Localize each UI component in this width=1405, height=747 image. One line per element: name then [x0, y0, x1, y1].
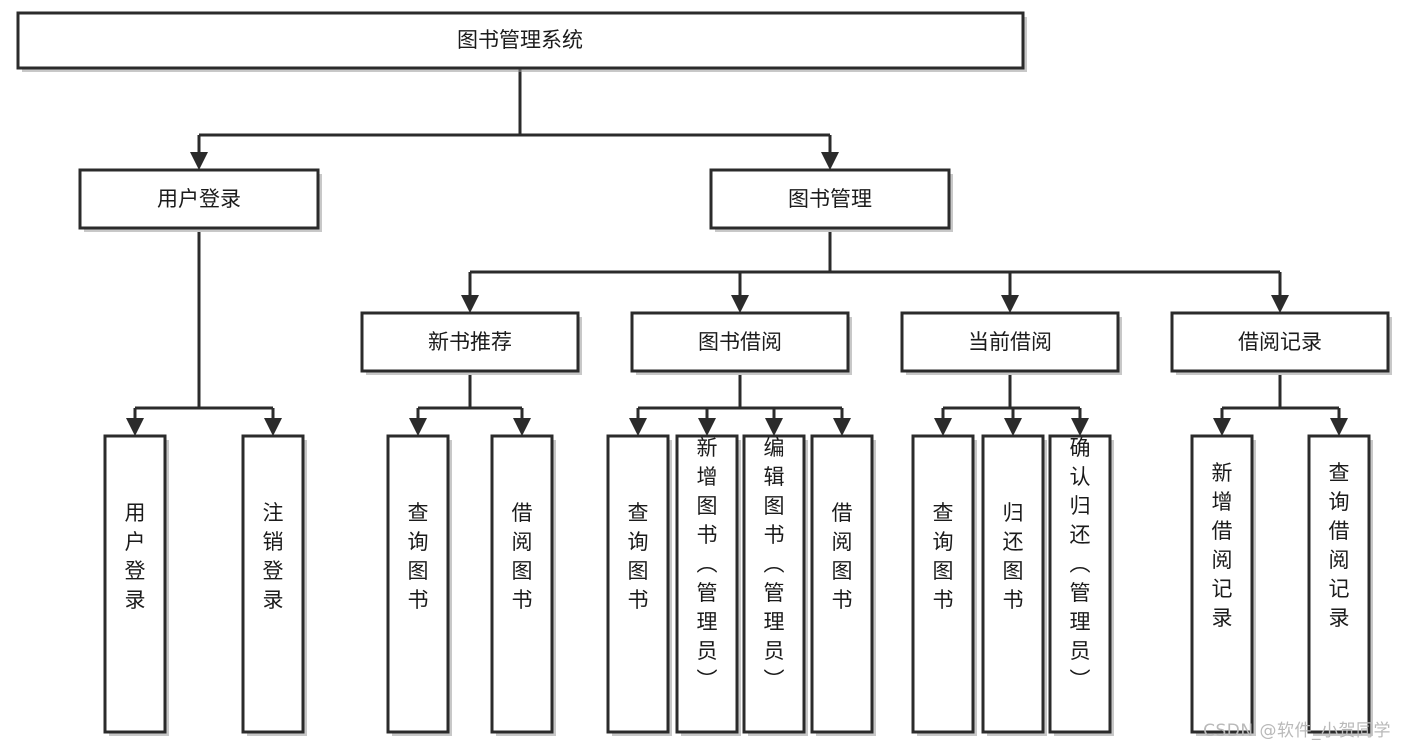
leaf-layer: 用户登录 注销登录 查询图书 借阅图书 查询图书 — [103, 434, 1373, 736]
arrow-leaf-13 — [1330, 418, 1348, 436]
arrow-leaf-10 — [1004, 418, 1022, 436]
leaf-12-box — [1190, 434, 1254, 734]
leaf-3-box — [386, 434, 450, 734]
arrow-leaf-1 — [126, 418, 144, 436]
connector-layer — [126, 68, 1348, 436]
arrow-leaf-5 — [629, 418, 647, 436]
leaf-8-label: 借阅图书 — [832, 501, 853, 612]
root-box — [16, 11, 1025, 70]
arrow-leaf-7 — [765, 418, 783, 436]
book-borrow-box — [630, 311, 850, 373]
arrow-currentborrow — [1001, 295, 1019, 313]
node-leaf-5[interactable]: 查询图书 — [606, 434, 672, 736]
arrow-book-manage — [821, 152, 839, 170]
leaf-6-box — [675, 434, 739, 734]
node-leaf-4[interactable]: 借阅图书 — [490, 434, 556, 736]
root-label: 图书管理系统 — [457, 28, 583, 52]
leaf-9-label: 查询图书 — [933, 501, 954, 612]
node-leaf-10[interactable]: 归还图书 — [981, 434, 1047, 736]
arrow-leaf-11 — [1071, 418, 1089, 436]
current-borrow-box — [900, 311, 1120, 373]
leaf-8-box — [810, 434, 874, 734]
leaf-2-label: 注销登录 — [263, 501, 284, 612]
leaf-7-box — [742, 434, 806, 734]
current-borrow-label: 当前借阅 — [968, 330, 1052, 354]
node-leaf-13[interactable]: 查询借阅记录 — [1307, 434, 1373, 736]
leaf-11-box — [1048, 434, 1112, 734]
arrow-leaf-6 — [698, 418, 716, 436]
node-borrow-record[interactable]: 借阅记录 — [1170, 311, 1392, 375]
leaf-13-label: 查询借阅记录 — [1329, 461, 1350, 630]
node-book-manage[interactable]: 图书管理 — [709, 168, 953, 232]
leaf-3-label: 查询图书 — [408, 501, 429, 612]
book-manage-label: 图书管理 — [788, 187, 872, 211]
new-book-rec-box — [360, 311, 580, 373]
leaf-10-box — [981, 434, 1045, 734]
node-leaf-2[interactable]: 注销登录 — [241, 434, 307, 736]
node-leaf-6[interactable]: 新增图书︵管理员︶ — [675, 434, 741, 736]
arrow-leaf-2 — [264, 418, 282, 436]
leaf-7-label: 编辑图书︵管理员︶ — [764, 436, 785, 692]
node-root[interactable]: 图书管理系统 — [16, 11, 1027, 72]
leaf-6-label: 新增图书︵管理员︶ — [697, 436, 718, 692]
node-book-borrow[interactable]: 图书借阅 — [630, 311, 852, 375]
node-leaf-3[interactable]: 查询图书 — [386, 434, 452, 736]
leaf-4-label: 借阅图书 — [512, 501, 533, 612]
book-borrow-label: 图书借阅 — [698, 330, 782, 354]
arrow-leaf-9 — [934, 418, 952, 436]
new-book-rec-label: 新书推荐 — [428, 330, 512, 354]
borrow-record-label: 借阅记录 — [1238, 330, 1322, 354]
book-manage-box — [709, 168, 951, 230]
leaf-12-label: 新增借阅记录 — [1212, 461, 1233, 630]
leaf-11-label: 确认归还︵管理员︶ — [1070, 436, 1091, 692]
node-leaf-8[interactable]: 借阅图书 — [810, 434, 876, 736]
borrow-record-box — [1170, 311, 1390, 373]
leaf-13-box — [1307, 434, 1371, 734]
leaf-1-box — [103, 434, 167, 734]
arrow-newbook — [461, 295, 479, 313]
user-login-label: 用户登录 — [157, 187, 241, 211]
node-leaf-1[interactable]: 用户登录 — [103, 434, 169, 736]
arrow-borrowrecord — [1271, 295, 1289, 313]
leaf-10-label: 归还图书 — [1003, 501, 1024, 612]
node-leaf-9[interactable]: 查询图书 — [911, 434, 977, 736]
leaf-5-box — [606, 434, 670, 734]
leaf-9-box — [911, 434, 975, 734]
arrow-leaf-8 — [833, 418, 851, 436]
node-leaf-7[interactable]: 编辑图书︵管理员︶ — [742, 434, 808, 736]
user-login-box — [78, 168, 320, 230]
node-current-borrow[interactable]: 当前借阅 — [900, 311, 1122, 375]
node-leaf-12[interactable]: 新增借阅记录 — [1190, 434, 1256, 736]
leaf-2-box — [241, 434, 305, 734]
leaf-5-label: 查询图书 — [628, 501, 649, 612]
node-new-book-rec[interactable]: 新书推荐 — [360, 311, 582, 375]
arrow-user-login — [190, 152, 208, 170]
arrow-leaf-4 — [513, 418, 531, 436]
arrow-bookborrow — [731, 295, 749, 313]
leaf-4-box — [490, 434, 554, 734]
arrow-leaf-3 — [409, 418, 427, 436]
node-leaf-11[interactable]: 确认归还︵管理员︶ — [1048, 434, 1114, 736]
leaf-1-label: 用户登录 — [125, 501, 146, 612]
arrow-leaf-12 — [1213, 418, 1231, 436]
node-user-login[interactable]: 用户登录 — [78, 168, 322, 232]
